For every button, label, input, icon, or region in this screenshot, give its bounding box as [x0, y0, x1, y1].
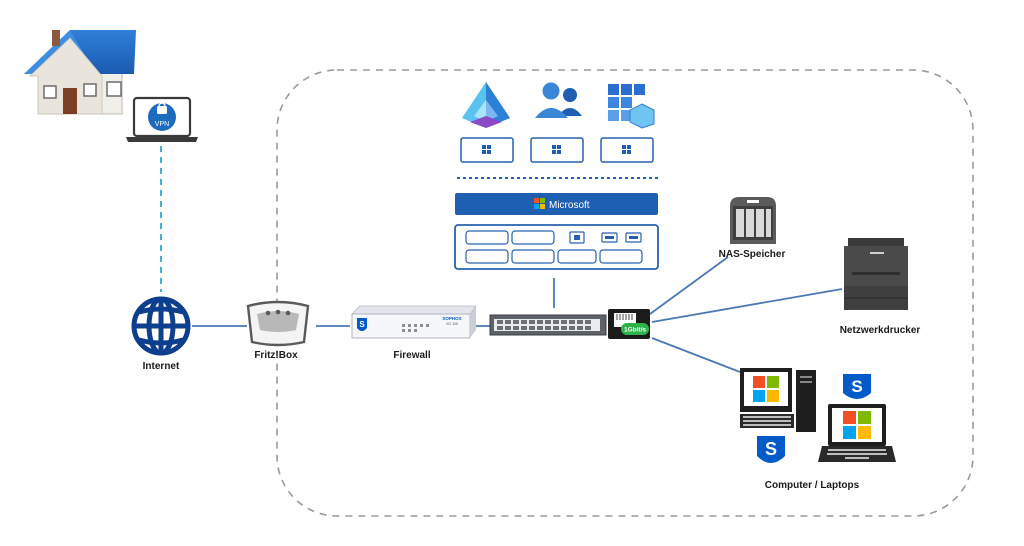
sophos-shield-icon: S [757, 436, 785, 463]
firewall-appliance-icon: S SOPHOS XG 105 [351, 305, 477, 339]
switch-computers-line [651, 337, 741, 373]
nas-icon [730, 197, 776, 244]
microsoft-logo-icon [534, 198, 545, 209]
windows-tile-1 [460, 137, 514, 163]
azure-ad-icon [462, 82, 510, 128]
sophos-brand-text: SOPHOS [442, 316, 461, 321]
svg-text:S: S [765, 439, 777, 459]
windows-icon [552, 145, 561, 154]
firewall-label: Firewall [393, 350, 430, 361]
windows-icon [482, 145, 491, 154]
vpn-text: VPN [155, 121, 169, 128]
windows-tile-2 [530, 137, 584, 163]
users-icon [535, 82, 582, 118]
laptop-vpn-icon: VPN [126, 96, 198, 142]
services-panel [454, 224, 659, 270]
house-icon [24, 30, 136, 115]
office-boundary [276, 69, 974, 517]
svg-text:S: S [851, 377, 862, 396]
app-grid-icon [608, 84, 655, 129]
speed-badge: 1Gbit/s [624, 327, 646, 334]
connections [160, 146, 843, 373]
globe-icon [131, 296, 191, 356]
microsoft-label: Microsoft [549, 200, 590, 211]
ethernet-port-icon: 1Gbit/s [608, 309, 650, 339]
computers-label: Computer / Laptops [765, 480, 860, 491]
network-switch-icon [489, 314, 607, 336]
fritzbox-label: Fritz!Box [254, 350, 298, 361]
sophos-shield-icon: S [357, 318, 367, 331]
windows-icon [622, 145, 631, 154]
svg-text:S: S [359, 320, 365, 329]
nas-label: NAS-Speicher [719, 249, 786, 260]
desktop-pc-icon [740, 368, 816, 432]
sophos-model-text: XG 105 [446, 322, 458, 326]
switch-printer-line [651, 288, 843, 323]
microsoft-bar: Microsoft [455, 193, 658, 215]
windows-tile-3 [600, 137, 654, 163]
sophos-shield-icon: S [843, 374, 871, 399]
internet-label: Internet [143, 361, 180, 372]
laptop-icon [818, 404, 896, 462]
switch-nas-line [649, 256, 729, 315]
printer-label: Netzwerkdrucker [840, 325, 921, 336]
printer-icon [844, 238, 908, 310]
fritzbox-router-icon [246, 300, 310, 347]
